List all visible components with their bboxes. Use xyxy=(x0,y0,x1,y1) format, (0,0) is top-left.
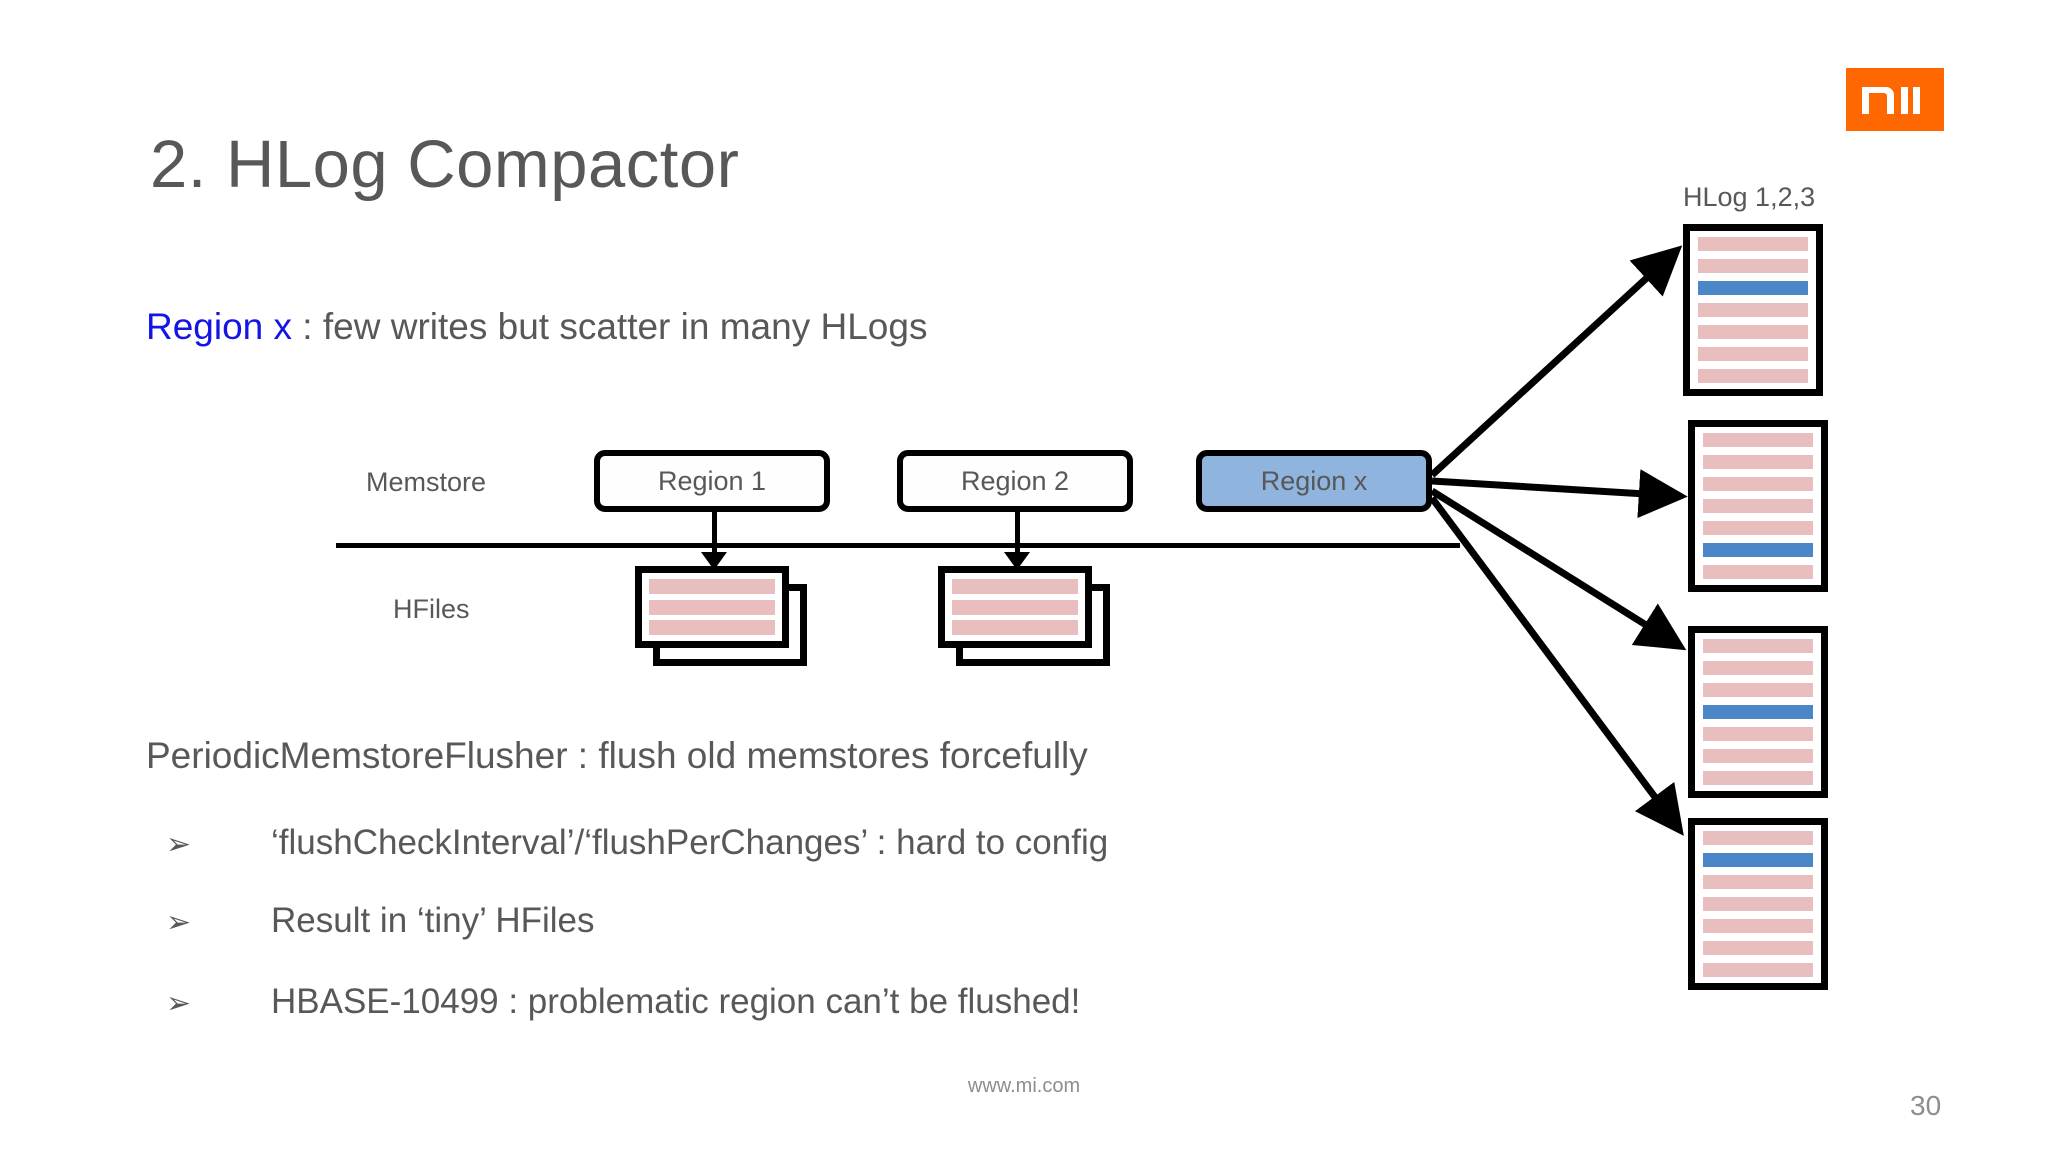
memstore-hfile-divider xyxy=(336,543,1460,548)
bullet-arrow-icon: ➢ xyxy=(166,906,192,939)
hlog-box-3 xyxy=(1688,626,1828,798)
memstore-row-label: Memstore xyxy=(366,467,487,497)
bullet-item-3: ➢ HBASE-10499 : problematic region can’t… xyxy=(166,982,1080,1022)
hlog-box-1 xyxy=(1683,224,1823,396)
page-number: 30 xyxy=(1910,1090,1942,1121)
hlog-bar xyxy=(1703,727,1813,741)
hlog-bar-highlight xyxy=(1698,281,1808,295)
hlog-bar xyxy=(1703,565,1813,579)
hlog-bar xyxy=(1698,237,1808,251)
bullet-text: ‘flushCheckInterval’/‘flushPerChanges’ :… xyxy=(271,823,1109,862)
arrowhead-region2-icon xyxy=(1004,552,1030,570)
hlog-group-title: HLog 1,2,3 xyxy=(1683,182,1816,212)
hfile-bar xyxy=(952,579,1078,594)
hlog-bar xyxy=(1703,771,1813,785)
hlog-bar xyxy=(1703,749,1813,763)
hfile-bar xyxy=(649,599,775,615)
hlog-bar-highlight xyxy=(1703,853,1813,867)
page-title: 2. HLog Compactor xyxy=(150,127,740,202)
hlog-bar xyxy=(1703,639,1813,653)
hlog-bar xyxy=(1703,875,1813,889)
hfile-bar xyxy=(952,620,1078,635)
footer-url: www.mi.com xyxy=(967,1075,1081,1097)
subtitle-line: Region x : few writes but scatter in man… xyxy=(146,306,927,348)
hlog-bar xyxy=(1698,369,1808,383)
hfiles-row-label: HFiles xyxy=(393,594,470,624)
hfile-stack-2 xyxy=(938,566,1110,666)
region-x-to-hlog-arrows xyxy=(1429,245,1688,836)
hlog-bar xyxy=(1703,683,1813,697)
hfile-front-sheet xyxy=(938,566,1092,648)
bullet-arrow-icon: ➢ xyxy=(166,987,192,1020)
hfile-back-sheet xyxy=(956,584,1110,666)
subtitle-rest: : few writes but scatter in many HLogs xyxy=(292,306,928,347)
bullet-text: Result in ‘tiny’ HFiles xyxy=(271,901,595,940)
region-box-2[interactable]: Region 2 xyxy=(897,450,1133,512)
hlog-bar-highlight xyxy=(1703,705,1813,719)
arrowhead-region1-icon xyxy=(701,552,727,570)
hlog-box-2 xyxy=(1688,420,1828,592)
bullet-text: HBASE-10499 : problematic region can’t b… xyxy=(271,982,1081,1021)
hlog-bar xyxy=(1703,941,1813,955)
region-box-x[interactable]: Region x xyxy=(1196,450,1432,512)
hlog-bar xyxy=(1703,661,1813,675)
hlog-bar xyxy=(1703,897,1813,911)
hlog-bar xyxy=(1703,499,1813,513)
flusher-line: PeriodicMemstoreFlusher : flush old mems… xyxy=(146,735,1088,776)
hlog-bar-highlight xyxy=(1703,543,1813,557)
hlog-bar xyxy=(1703,477,1813,491)
connector-region2-to-hfile2 xyxy=(1015,512,1020,555)
hfile-bar xyxy=(952,599,1078,615)
hfile-front-sheet xyxy=(635,566,789,648)
hlog-box-4 xyxy=(1688,818,1828,990)
hlog-bar xyxy=(1703,433,1813,447)
hlog-bar xyxy=(1703,831,1813,845)
hlog-bar xyxy=(1703,455,1813,469)
hlog-bar xyxy=(1698,347,1808,361)
bullet-item-2: ➢ Result in ‘tiny’ HFiles xyxy=(166,901,595,941)
region-box-1[interactable]: Region 1 xyxy=(594,450,830,512)
hlog-bar xyxy=(1703,963,1813,977)
connector-region1-to-hfile1 xyxy=(712,512,717,555)
bullet-item-1: ➢ ‘flushCheckInterval’/‘flushPerChanges’… xyxy=(166,823,1108,863)
bullet-arrow-icon: ➢ xyxy=(166,828,192,861)
hlog-bar xyxy=(1698,259,1808,273)
hlog-bar xyxy=(1698,325,1808,339)
hfile-bar xyxy=(649,620,775,635)
hfile-stack-1 xyxy=(635,566,807,666)
mi-logo xyxy=(1846,68,1944,131)
subtitle-highlight: Region x xyxy=(146,306,293,347)
hfile-back-sheet xyxy=(653,584,807,666)
hlog-bar xyxy=(1698,303,1808,317)
hfile-bar xyxy=(649,579,775,594)
hlog-bar xyxy=(1703,521,1813,535)
hlog-bar xyxy=(1703,919,1813,933)
